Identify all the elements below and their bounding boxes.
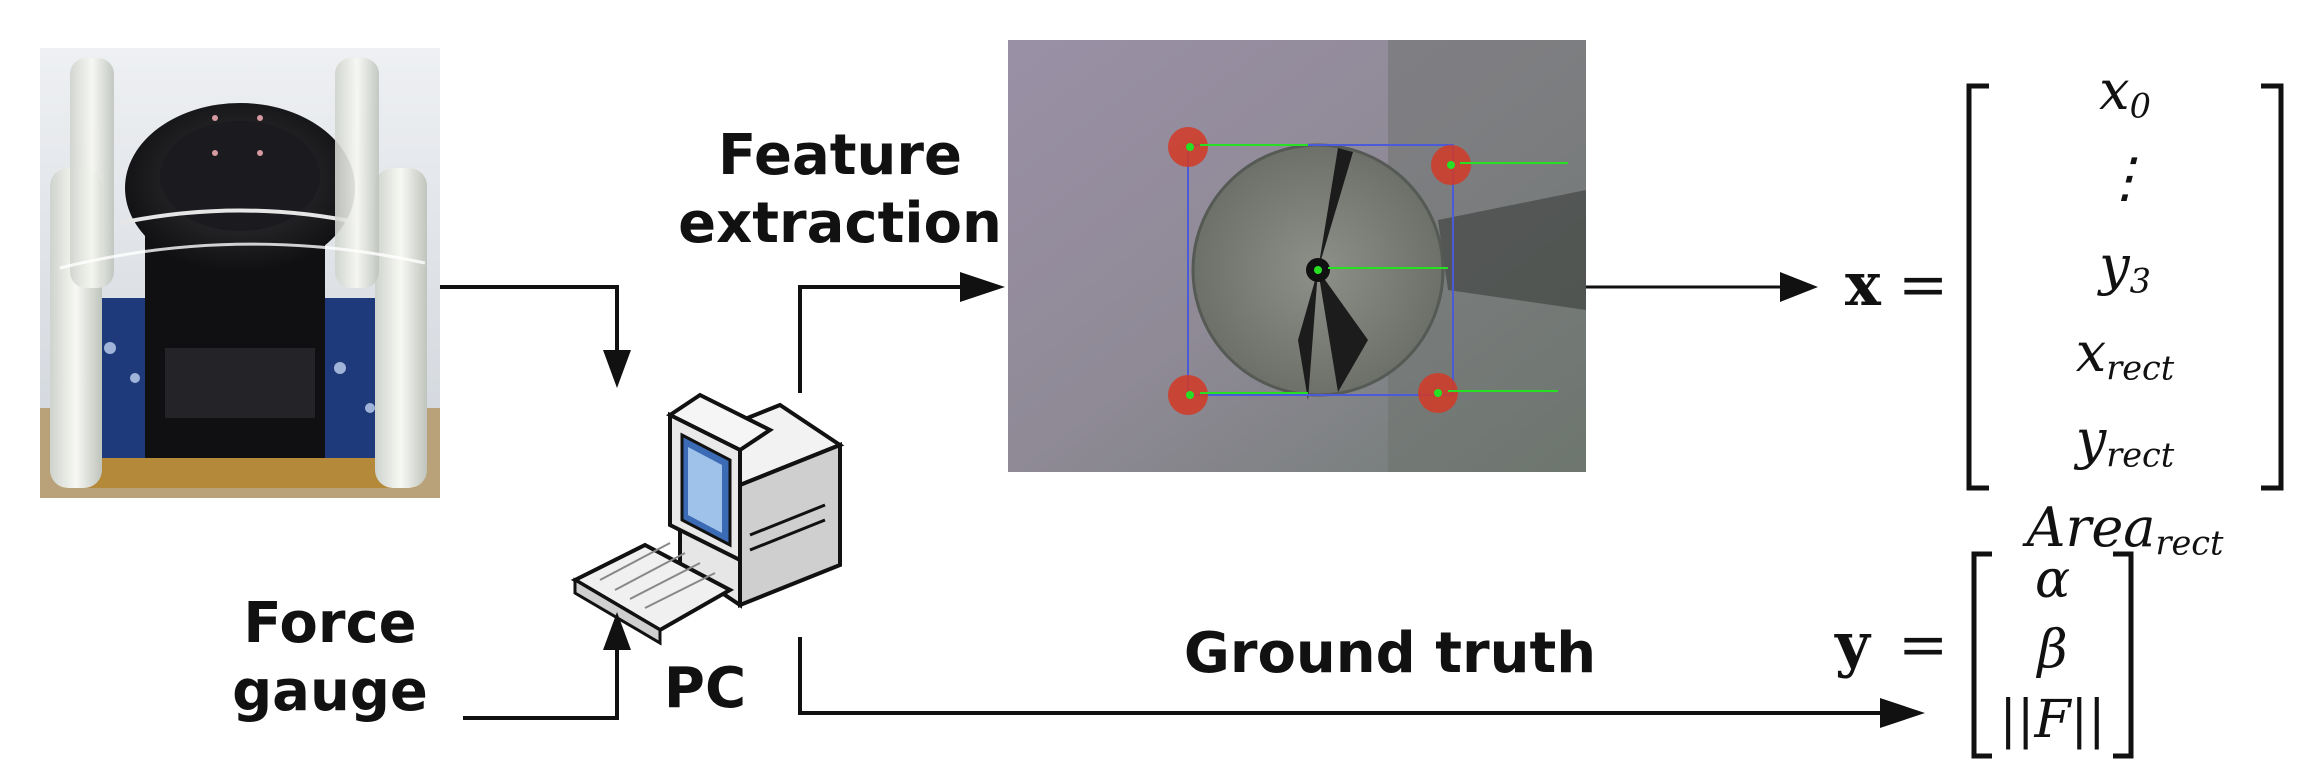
tactile-sensor-photo: [40, 48, 440, 498]
vector-x-entry: xrect: [2075, 321, 2175, 388]
vector-y-brackets: [1971, 551, 2134, 759]
vector-y-entries: α β ||F||: [1985, 545, 2120, 755]
vector-x-entry: ⋮: [2098, 146, 2152, 210]
ground-truth-label: Ground truth: [1183, 621, 1597, 686]
camera-frame-image: [1008, 40, 1586, 472]
vector-x-equals: =: [1898, 250, 1949, 320]
bounding-box: [1187, 144, 1454, 396]
vector-y-equals: =: [1898, 610, 1949, 680]
vector-x-entry: Arearect: [2026, 495, 2224, 563]
feature-extraction-label: Feature extraction: [678, 123, 1002, 256]
vector-y-name: y: [1835, 610, 1870, 680]
vector-x-entries: x0 ⋮ y3 xrect yrect Arearect: [1990, 55, 2260, 579]
pc-computer-icon: [570, 392, 845, 646]
vector-x-entry: x0: [2099, 59, 2151, 126]
vector-y-entry: ||F||: [1999, 690, 2106, 750]
vector-y-entry: α: [2034, 550, 2071, 610]
marker-dots: [1168, 127, 1471, 415]
vector-x-name: x: [1845, 250, 1881, 320]
vector-x-entry: y3: [2099, 233, 2151, 301]
vector-y-entry: β: [2037, 620, 2068, 680]
vector-x-brackets: [1966, 83, 2284, 491]
force-gauge-label: Force gauge: [232, 591, 428, 724]
vector-x-entry: yrect: [2075, 408, 2175, 475]
pc-label: PC: [663, 656, 747, 721]
